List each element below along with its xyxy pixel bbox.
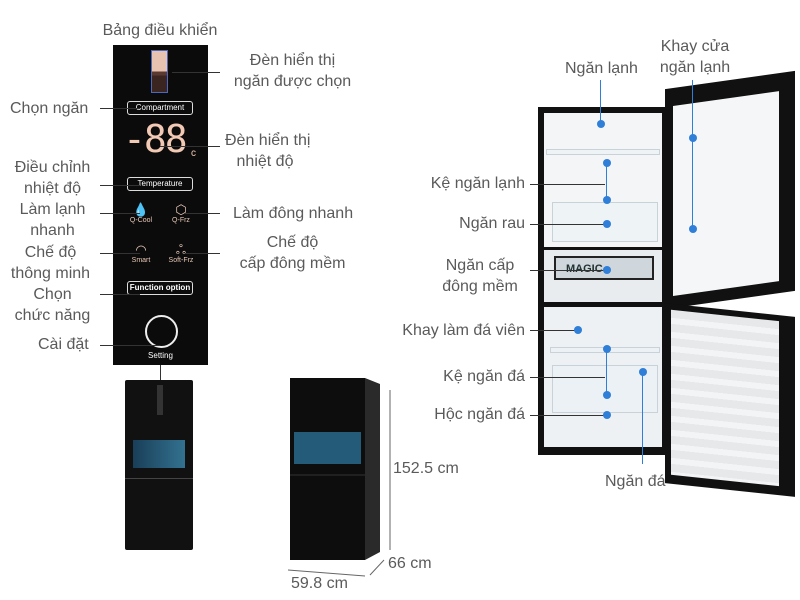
label-ke-ngan-da: Kệ ngăn đá [443,368,525,385]
label-lam-dong-nhanh: Làm đông nhanh [233,205,354,222]
label-ngan-lanh: Ngăn lạnh [565,60,638,77]
control-panel: Compartment -88 c Temperature 💧Q-Cool ⬡Q… [113,45,208,365]
compartment-indicator [151,50,168,93]
fridge-door-lower [665,303,795,497]
label-ke-ngan-lanh: Kệ ngăn lạnh [430,175,525,192]
label-hoc-ngan-da: Hộc ngăn đá [434,406,525,423]
fridge-dimension-image [287,378,391,577]
three-circles-icon: ஃ [175,242,187,257]
droplet-snow-icon: 💧 [132,202,150,217]
fridge-door-upper [665,70,795,310]
height-dimension: 152.5 cm [393,460,459,477]
label-chon-ngan: Chọn ngăn [10,100,89,117]
depth-dimension: 66 cm [388,555,432,572]
open-fridge-image: MAGIC [538,107,668,455]
label-cai-dat: Cài đặt [38,336,89,353]
function-option-button[interactable]: Function option [127,281,193,295]
temperature-button[interactable]: Temperature [127,177,193,191]
head-icon: ◠ [135,242,147,257]
temperature-display: -88 [123,117,188,161]
setting-label: Setting [148,351,173,360]
setting-button[interactable] [145,315,178,348]
label-khay-da: Khay làm đá viên [402,322,525,339]
fridge-front-image [125,380,193,550]
q-frz-button[interactable]: ⬡Q-Frz [163,202,199,225]
panel-title: Bảng điều khiển [102,22,218,39]
hexagon-snow-icon: ⬡ [175,202,187,217]
width-dimension: 59.8 cm [291,575,348,592]
unit-label: c [191,148,196,159]
label-ngan-da: Ngăn đá [605,473,666,490]
smart-button[interactable]: ◠Smart [123,242,159,265]
label-ngan-rau: Ngăn rau [459,215,525,232]
